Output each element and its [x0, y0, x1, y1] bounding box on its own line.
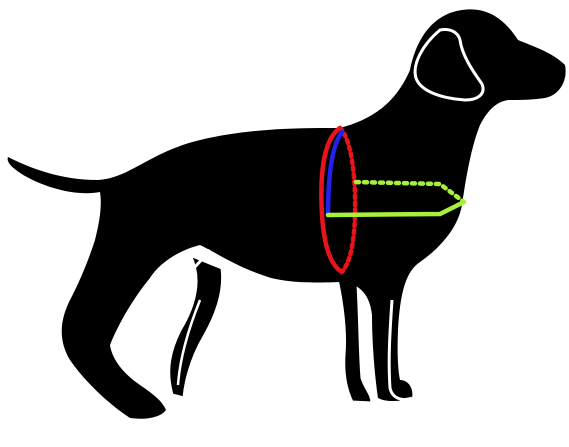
dog-silhouette [8, 9, 566, 418]
far-hind-leg [169, 255, 223, 398]
